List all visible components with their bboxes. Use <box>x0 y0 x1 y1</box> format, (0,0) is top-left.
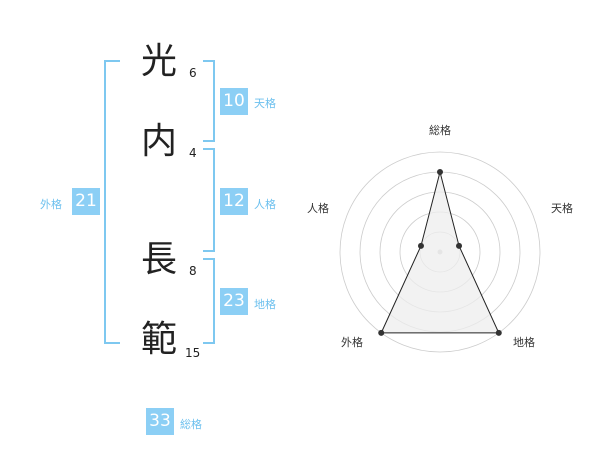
gaikaku-value: 21 <box>72 188 100 215</box>
chikaku-value: 23 <box>220 288 248 315</box>
radar-point-5 <box>417 242 424 249</box>
name-char-3: 長 <box>141 239 178 280</box>
radar-series-polygon <box>380 171 500 334</box>
name-char-2: 内 <box>141 121 178 162</box>
chikaku-bracket <box>203 258 215 344</box>
gaikaku-label: 外格 <box>40 198 62 211</box>
gaikaku-bracket <box>104 60 120 344</box>
jinkaku-label: 人格 <box>254 198 276 211</box>
tenkaku-value: 10 <box>220 88 248 115</box>
radar-point-4 <box>378 329 385 336</box>
soukaku-label: 総格 <box>180 418 202 431</box>
tenkaku-label: 天格 <box>254 97 276 110</box>
radar-point-3 <box>495 329 502 336</box>
stroke-count-1: 6 <box>189 66 197 80</box>
radar-axis-label-3: 地格 <box>513 335 535 349</box>
stroke-count-2: 4 <box>189 146 197 160</box>
radar-axis-label-4: 外格 <box>341 335 363 349</box>
name-char-4: 範 <box>141 319 178 360</box>
soukaku-value: 33 <box>146 408 174 435</box>
radar-point-2 <box>456 242 463 249</box>
radar-axis-label-2: 天格 <box>551 201 573 215</box>
name-char-1: 光 <box>141 41 178 82</box>
chikaku-label: 地格 <box>254 298 276 311</box>
radar-axis-label-5: 人格 <box>307 201 329 215</box>
stroke-count-4: 15 <box>185 346 201 360</box>
stroke-count-3: 8 <box>189 264 197 278</box>
tenkaku-bracket <box>203 60 215 142</box>
jinkaku-bracket <box>203 148 215 252</box>
radar-axis-label-1: 総格 <box>429 123 451 137</box>
jinkaku-value: 12 <box>220 188 248 215</box>
radar-point-1 <box>437 169 443 175</box>
radar-grid-ring <box>339 151 541 353</box>
